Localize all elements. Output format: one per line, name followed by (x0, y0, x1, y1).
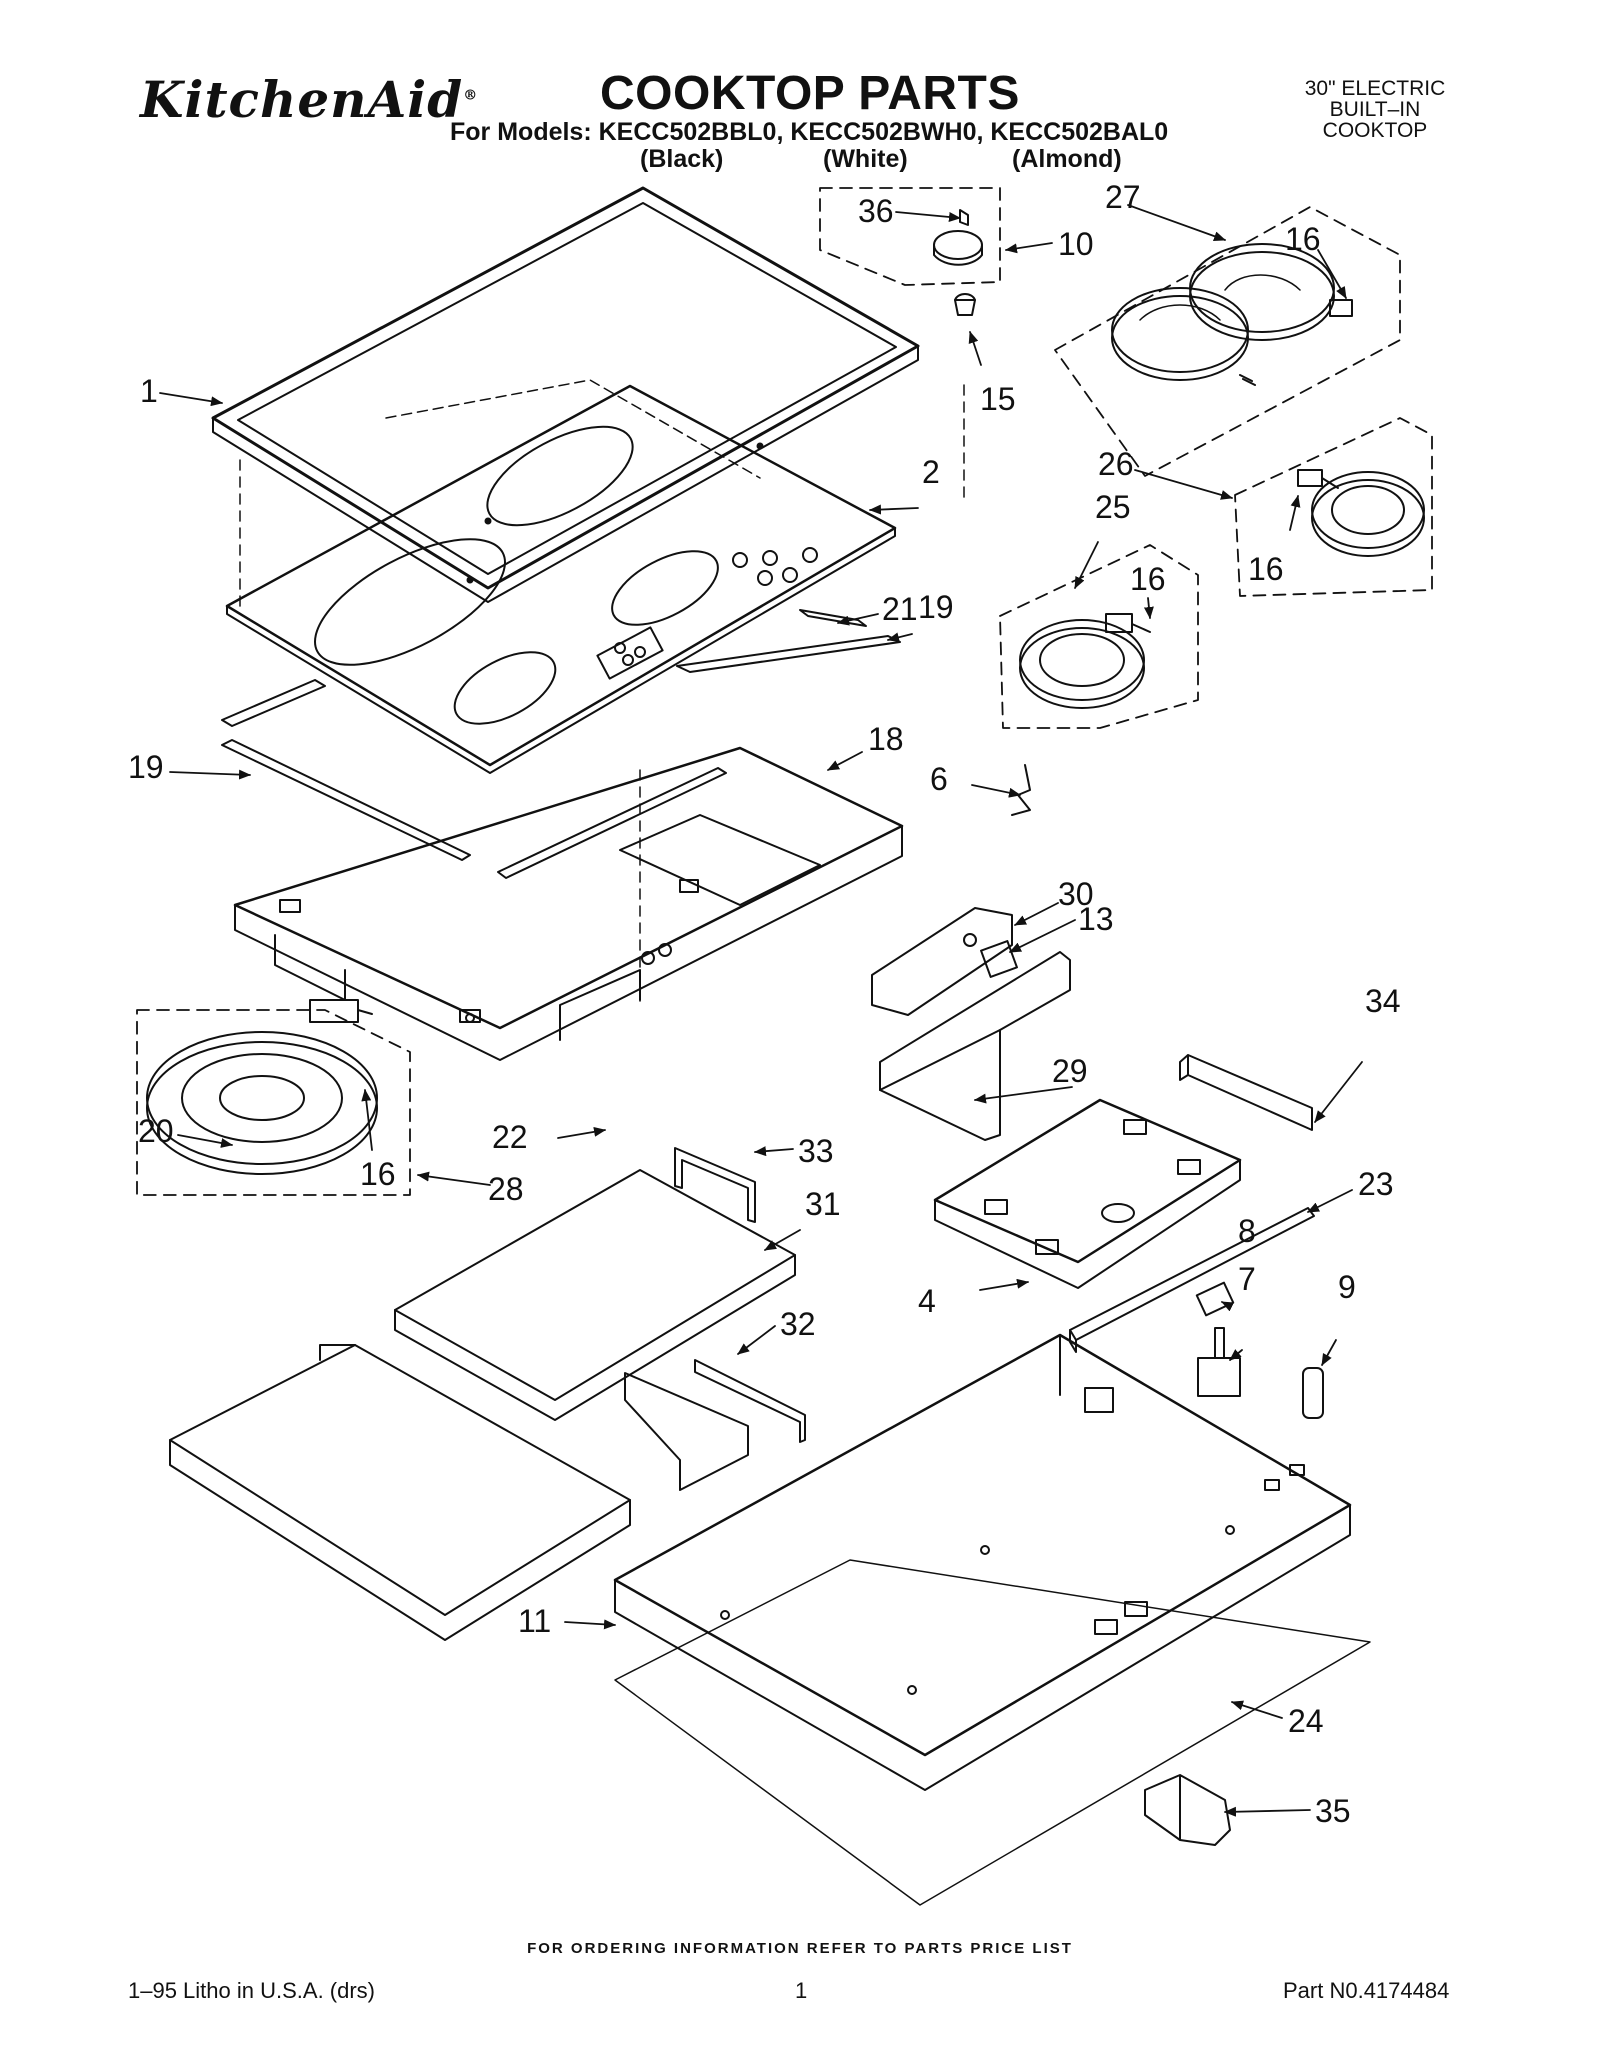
insulation-pad-24 (614, 1559, 1371, 1906)
callout-33: 33 (798, 1133, 834, 1169)
callout-labels: 1 2 4 6 7 8 9 10 11 13 15 16 16 16 16 18… (128, 179, 1401, 1829)
callout-9: 9 (1338, 1269, 1356, 1305)
dual-element-group (1054, 206, 1401, 477)
bracket-33 (674, 1147, 756, 1223)
callout-20: 20 (138, 1113, 174, 1149)
radiant-element-25 (999, 544, 1199, 729)
callout-18: 18 (868, 721, 904, 757)
callout-30: 30 (1058, 876, 1094, 912)
color-almond: (Almond) (1012, 145, 1122, 173)
callout-16d: 16 (360, 1156, 396, 1192)
leader-lines (159, 204, 1363, 1817)
radiant-element-26 (1234, 417, 1433, 597)
callout-28: 28 (488, 1171, 524, 1207)
ordering-note: FOR ORDERING INFORMATION REFER TO PARTS … (527, 1940, 1073, 1957)
gasket-strips (221, 609, 901, 879)
callout-36: 36 (858, 193, 894, 229)
callout-16c: 16 (1130, 561, 1166, 597)
callout-35: 35 (1315, 1793, 1351, 1829)
callout-2: 2 (922, 454, 940, 490)
assembly-guides (239, 384, 965, 1006)
callout-8: 8 (1238, 1213, 1256, 1249)
bracket-8 (1195, 1281, 1235, 1317)
callout-34: 34 (1365, 983, 1401, 1019)
callout-21: 21 (882, 591, 918, 627)
callout-1: 1 (140, 373, 158, 409)
base-pan (613, 1333, 1352, 1791)
callout-29: 29 (1052, 1053, 1088, 1089)
brackets-29-30 (871, 907, 1071, 1141)
brand-logo: KitchenAid® (140, 70, 479, 129)
callout-4: 4 (918, 1283, 936, 1319)
litho-note: 1–95 Litho in U.S.A. (drs) (128, 1978, 376, 2003)
knob-group (819, 187, 1001, 316)
clip-6 (1011, 764, 1031, 816)
burner-box (233, 746, 904, 1061)
callout-10: 10 (1058, 226, 1094, 262)
control-panel (933, 1098, 1242, 1289)
callout-22: 22 (492, 1119, 528, 1155)
trim-strip-34 (1179, 1054, 1313, 1131)
glass-cooktop (225, 379, 897, 774)
page-title: COOKTOP PARTS (600, 67, 1020, 120)
filler-20 (169, 1344, 631, 1641)
bracket-23 (1069, 1207, 1315, 1353)
radiant-element-28 (136, 999, 411, 1196)
bracket-35 (1144, 1774, 1231, 1846)
models-line: For Models: KECC502BBL0, KECC502BWH0, KE… (450, 118, 1169, 146)
callout-19a: 19 (128, 749, 164, 785)
trim-frame (211, 186, 920, 603)
callout-7: 7 (1238, 1261, 1256, 1297)
cooktop-type: 30" ELECTRIC BUILT–IN COOKTOP (1304, 77, 1446, 142)
switch-7 (1197, 1327, 1241, 1397)
callout-24: 24 (1288, 1703, 1324, 1739)
chassis-frame-31 (394, 1169, 796, 1491)
bracket-32 (694, 1359, 806, 1443)
callout-32: 32 (780, 1306, 816, 1342)
color-white: (White) (823, 145, 908, 173)
callout-27: 27 (1105, 179, 1141, 215)
callout-25: 25 (1095, 489, 1131, 525)
part-number: Part N0.4174484 (1283, 1978, 1450, 2003)
callout-13: 13 (1078, 901, 1114, 937)
callout-6: 6 (930, 761, 948, 797)
indicator-light-9 (1302, 1367, 1324, 1419)
color-black: (Black) (640, 145, 724, 173)
page-number: 1 (795, 1978, 808, 2003)
registered-mark: ® (463, 87, 479, 104)
callout-26: 26 (1098, 446, 1134, 482)
callout-15: 15 (980, 381, 1016, 417)
callout-19b: 19 (918, 589, 954, 625)
callout-16a: 16 (1285, 221, 1321, 257)
callout-16b: 16 (1248, 551, 1284, 587)
callout-31: 31 (805, 1186, 841, 1222)
callout-11: 11 (518, 1603, 551, 1639)
callout-23: 23 (1358, 1166, 1394, 1202)
